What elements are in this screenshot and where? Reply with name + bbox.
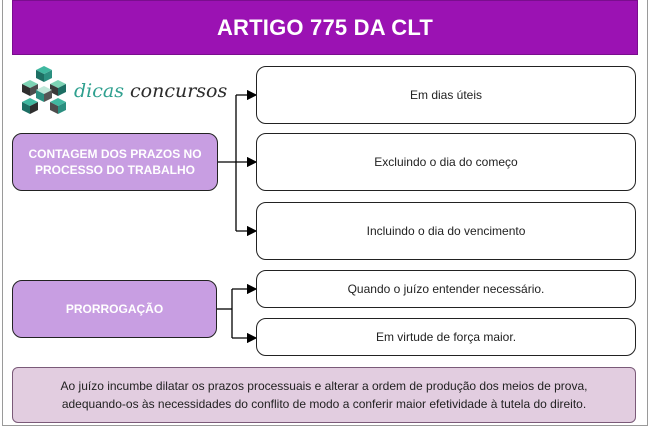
footer-note-text: Ao juízo incumbe dilatar os prazos proce…	[60, 379, 588, 411]
item-em-dias-uteis-text: Em dias úteis	[409, 88, 483, 102]
category-prorrogacao-label: PRORROGAÇÃO	[65, 301, 164, 316]
item-forca-maior: Em virtude de força maior.	[256, 318, 636, 356]
item-juizo-entender-necessario-text: Quando o juízo entender necessário.	[347, 282, 545, 296]
logo-wordmark: dicas concursos	[74, 80, 227, 102]
item-em-dias-uteis: Em dias úteis	[256, 66, 636, 124]
logo-cubes	[22, 66, 66, 114]
item-excluindo-dia-comeco: Excluindo o dia do começo	[256, 133, 636, 191]
item-incluindo-dia-vencimento-text: Incluindo o dia do vencimento	[366, 224, 526, 238]
category-prorrogacao: PRORROGAÇÃO	[12, 280, 217, 338]
item-forca-maior-text: Em virtude de força maior.	[375, 330, 517, 344]
logo-word-dicas: dicas	[74, 80, 124, 102]
item-incluindo-dia-vencimento: Incluindo o dia do vencimento	[256, 202, 636, 260]
category-contagem-prazos-label: CONTAGEM DOS PRAZOS NO PROCESSO DO TRABA…	[28, 146, 202, 177]
page-title: ARTIGO 775 DA CLT	[12, 0, 638, 55]
item-juizo-entender-necessario: Quando o juízo entender necessário.	[256, 270, 636, 308]
footer-note: Ao juízo incumbe dilatar os prazos proce…	[12, 367, 636, 423]
item-excluindo-dia-comeco-text: Excluindo o dia do começo	[374, 155, 518, 169]
cube-cluster-logo-icon	[22, 66, 66, 114]
logo-word-concursos: concursos	[130, 80, 228, 102]
category-contagem-prazos: CONTAGEM DOS PRAZOS NO PROCESSO DO TRABA…	[12, 133, 218, 191]
page-title-text: ARTIGO 775 DA CLT	[216, 14, 434, 40]
